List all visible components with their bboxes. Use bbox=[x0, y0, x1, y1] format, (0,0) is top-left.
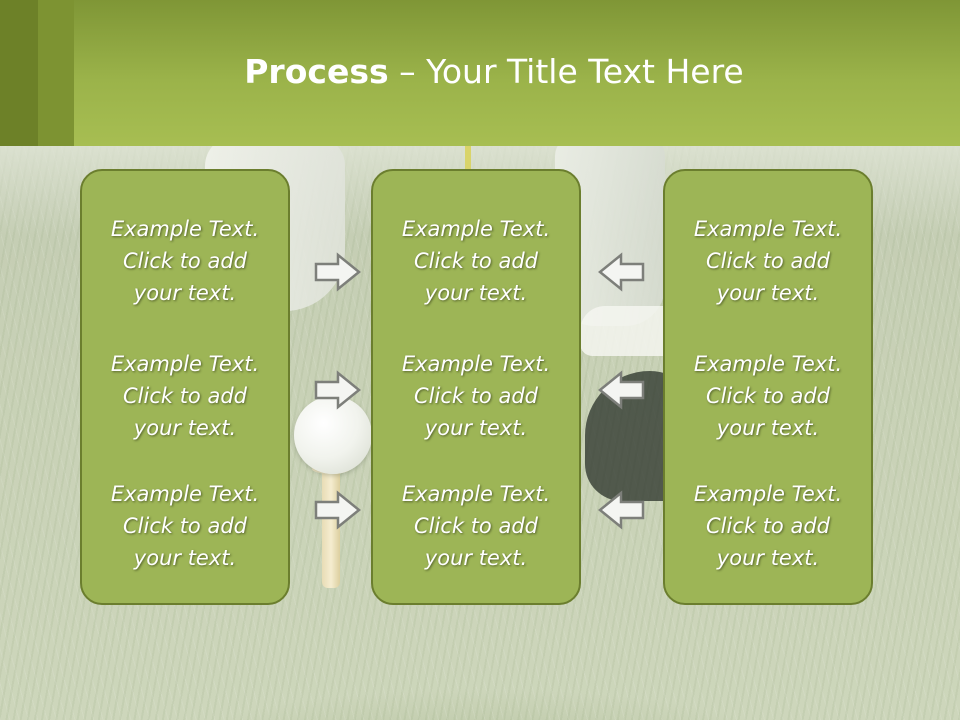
text-line: Example Text. bbox=[693, 217, 843, 241]
header-stripe-dark bbox=[0, 0, 38, 146]
flag-stick bbox=[465, 146, 471, 170]
text-line: your text. bbox=[424, 546, 528, 570]
box-text[interactable]: Example Text. Click to add your text. bbox=[82, 478, 288, 574]
text-line: Example Text. bbox=[401, 352, 551, 376]
box-text[interactable]: Example Text. Click to add your text. bbox=[373, 478, 579, 574]
process-box-center[interactable]: Example Text. Click to add your text. Ex… bbox=[371, 169, 581, 605]
text-line: your text. bbox=[133, 416, 237, 440]
box-text[interactable]: Example Text. Click to add your text. bbox=[665, 348, 871, 444]
text-line: Click to add bbox=[705, 514, 830, 538]
text-line: Click to add bbox=[413, 514, 538, 538]
process-box-left[interactable]: Example Text. Click to add your text. Ex… bbox=[80, 169, 290, 605]
right-arrow-icon[interactable] bbox=[314, 252, 362, 292]
left-arrow-icon[interactable] bbox=[597, 490, 645, 530]
text-line: Click to add bbox=[122, 249, 247, 273]
slide-title[interactable]: Process – Your Title Text Here bbox=[74, 52, 914, 91]
text-line: your text. bbox=[133, 546, 237, 570]
box-text[interactable]: Example Text. Click to add your text. bbox=[665, 213, 871, 309]
text-line: your text. bbox=[133, 281, 237, 305]
box-text[interactable]: Example Text. Click to add your text. bbox=[665, 478, 871, 574]
box-text[interactable]: Example Text. Click to add your text. bbox=[373, 213, 579, 309]
text-line: Click to add bbox=[413, 249, 538, 273]
box-text[interactable]: Example Text. Click to add your text. bbox=[82, 213, 288, 309]
text-line: Click to add bbox=[705, 249, 830, 273]
text-line: Click to add bbox=[413, 384, 538, 408]
title-bold: Process bbox=[244, 52, 389, 91]
left-arrow-icon[interactable] bbox=[597, 252, 645, 292]
golf-tee bbox=[322, 468, 340, 588]
golf-ball bbox=[294, 396, 372, 474]
text-line: your text. bbox=[716, 281, 820, 305]
text-line: Example Text. bbox=[110, 482, 260, 506]
text-line: your text. bbox=[716, 416, 820, 440]
text-line: Click to add bbox=[122, 514, 247, 538]
text-line: your text. bbox=[424, 281, 528, 305]
text-line: Example Text. bbox=[401, 482, 551, 506]
right-arrow-icon[interactable] bbox=[314, 370, 362, 410]
text-line: your text. bbox=[716, 546, 820, 570]
process-box-right[interactable]: Example Text. Click to add your text. Ex… bbox=[663, 169, 873, 605]
title-rest: – Your Title Text Here bbox=[388, 52, 744, 91]
text-line: Example Text. bbox=[693, 482, 843, 506]
right-arrow-icon[interactable] bbox=[314, 490, 362, 530]
text-line: Click to add bbox=[122, 384, 247, 408]
text-line: Click to add bbox=[705, 384, 830, 408]
text-line: Example Text. bbox=[401, 217, 551, 241]
box-text[interactable]: Example Text. Click to add your text. bbox=[82, 348, 288, 444]
text-line: Example Text. bbox=[693, 352, 843, 376]
title-band: Process – Your Title Text Here bbox=[0, 0, 960, 146]
left-arrow-icon[interactable] bbox=[597, 370, 645, 410]
text-line: Example Text. bbox=[110, 352, 260, 376]
text-line: Example Text. bbox=[110, 217, 260, 241]
text-line: your text. bbox=[424, 416, 528, 440]
header-stripe-mid bbox=[38, 0, 74, 146]
box-text[interactable]: Example Text. Click to add your text. bbox=[373, 348, 579, 444]
